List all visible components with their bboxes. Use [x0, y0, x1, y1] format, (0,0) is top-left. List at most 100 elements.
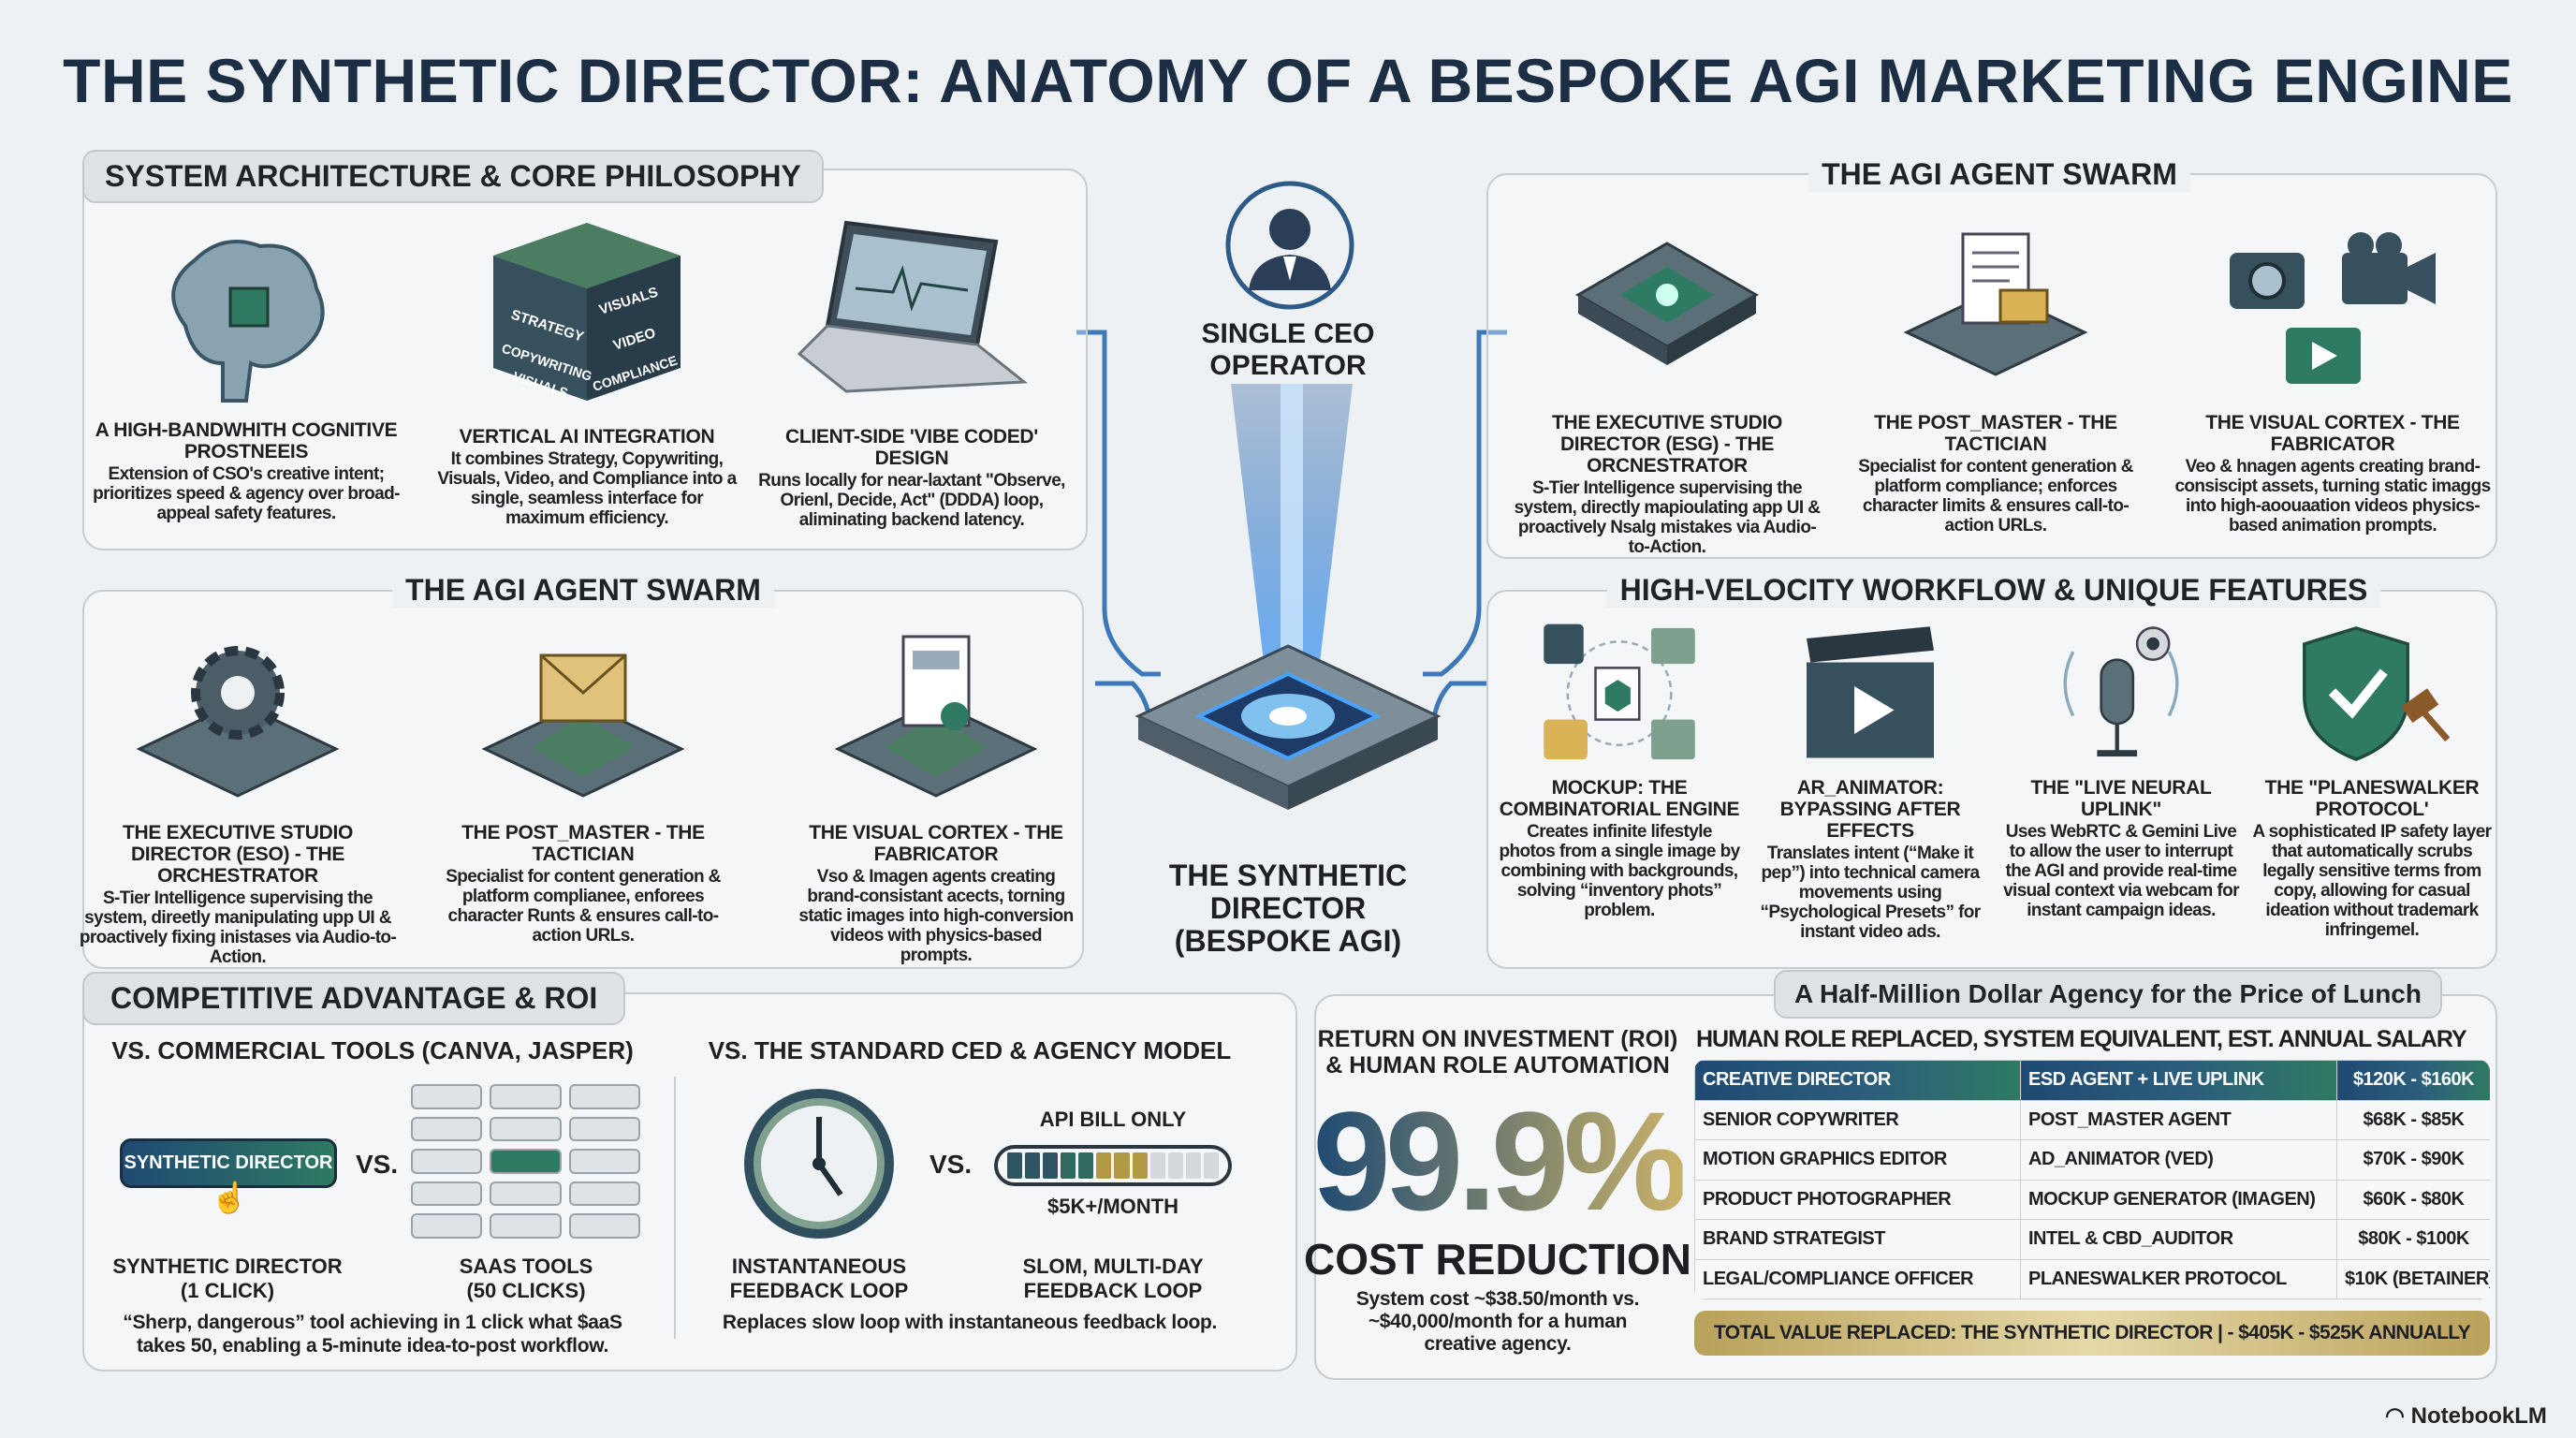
saas-tool-grid	[411, 1084, 640, 1239]
saas-tool-button	[490, 1116, 562, 1142]
swarm-mid-item: THE EXECUTIVE STUDIO DIRECTOR (ESO) - TH…	[79, 822, 397, 967]
notebooklm-logo-icon: ◠	[2385, 1403, 2411, 1429]
saas-tool-button	[568, 1149, 640, 1174]
table-cell: BRAND STRATEGIST	[1694, 1219, 2021, 1260]
clapperboard-icon	[1807, 626, 1934, 758]
mockup-cycle-icon	[1544, 624, 1695, 760]
meter-segment	[1007, 1152, 1023, 1179]
ceo-operator-label: SINGLE CEO OPERATOR	[1201, 318, 1375, 381]
architecture-heading: SYSTEM ARCHITECTURE & CORE PHILOSOPHY	[82, 150, 824, 203]
meter-segment	[1149, 1152, 1165, 1179]
table-cell: PLANESWALKER PROTOCOL	[2020, 1258, 2337, 1299]
meter-segment	[1203, 1152, 1219, 1179]
table-cell: PRODUCT PHOTOGRAPHER	[1694, 1179, 2021, 1220]
agency-table-tab: A Half-Million Dollar Agency for the Pri…	[1774, 970, 2442, 1019]
saas-tool-button	[568, 1116, 640, 1142]
table-cell: SENIOR COPYWRITER	[1694, 1099, 2021, 1140]
table-cell: MOCKUP GENERATOR (IMAGEN)	[2020, 1179, 2337, 1220]
agency-caption: Replaces slow loop with instantaneous fe…	[722, 1312, 1218, 1333]
table-cell: CREATIVE DIRECTOR	[1694, 1060, 2021, 1101]
agency-table-header: HUMAN ROLE REPLACED, SYSTEM EQUIVALENT, …	[1696, 1026, 2467, 1052]
table-cell: INTEL & CBD_AUDITOR	[2020, 1219, 2337, 1260]
table-cell: MOTION GRAPHICS EDITOR	[1694, 1139, 2021, 1181]
saas-tool-button	[411, 1213, 483, 1239]
meter-segment	[1132, 1152, 1148, 1179]
saas-tools-label: SAAS TOOLS (50 CLICKS)	[459, 1255, 593, 1302]
agi-core-chip-icon	[1134, 644, 1442, 810]
workflow-item: THE "LIVE NEURAL UPLINK"Uses WebRTC & Ge…	[2003, 777, 2239, 920]
saas-tool-button	[490, 1181, 562, 1207]
instant-loop-label: INSTANTANEOUS FEEDBACK LOOP	[729, 1255, 909, 1302]
core-label: THE SYNTHETIC DIRECTOR (BESPOKE AGI)	[1168, 858, 1408, 958]
microphone-webcam-icon	[2063, 626, 2179, 757]
tools-caption: “Sherp, dangerous” tool achieving in 1 c…	[123, 1312, 622, 1357]
stacked-cube-icon: STRATEGY VISUALS COPYWRITING VIDEO VISUA…	[493, 223, 681, 401]
api-bill-meter	[994, 1145, 1232, 1186]
tools-subheading: VS. COMMERCIAL TOOLS (CANVA, JASPER)	[111, 1036, 634, 1064]
table-cell: $80K - $100K	[2336, 1219, 2490, 1260]
table-cell: LEGAL/COMPLIANCE OFFICER	[1694, 1258, 2021, 1299]
meter-segment	[1061, 1152, 1076, 1179]
api-bill-label: API BILL ONLY	[1039, 1108, 1187, 1131]
saas-tool-button	[568, 1181, 640, 1207]
brain-chip-icon	[171, 240, 325, 403]
saas-tool-button	[490, 1149, 562, 1174]
clock-icon	[744, 1089, 894, 1239]
ceo-person-icon	[1225, 181, 1354, 310]
vs-label: VS.	[356, 1150, 399, 1179]
saas-tool-button	[490, 1084, 562, 1109]
synthetic-director-button[interactable]: SYNTHETIC DIRECTOR	[120, 1138, 337, 1188]
divider	[674, 1077, 676, 1339]
table-cell: $10K (BETAINER)	[2336, 1258, 2490, 1299]
saas-tool-button	[411, 1084, 483, 1109]
api-bill-amount: $5K+/MONTH	[1047, 1195, 1178, 1218]
saas-tool-button	[411, 1181, 483, 1207]
table-cell: $120K - $160K	[2336, 1060, 2490, 1101]
workflow-heading: HIGH-VELOCITY WORKFLOW & UNIQUE FEATURES	[1606, 573, 2381, 608]
table-cell: ESD AGENT + LIVE UPLINK	[2020, 1060, 2337, 1101]
saas-tool-button	[568, 1213, 640, 1239]
swarm-top-item: THE EXECUTIVE STUDIO DIRECTOR (ESG) - TH…	[1514, 412, 1821, 557]
swarm-mid-heading: THE AGI AGENT SWARM	[392, 573, 774, 608]
agency-subheading: VS. THE STANDARD CED & AGENCY MODEL	[708, 1036, 1232, 1064]
vs-label: VS.	[929, 1150, 973, 1179]
synthetic-director-label: SYNTHETIC DIRECTOR (1 CLICK)	[112, 1255, 343, 1302]
table-cell: AD_ANIMATOR (VED)	[2020, 1139, 2337, 1181]
total-value-banner: TOTAL VALUE REPLACED: THE SYNTHETIC DIRE…	[1694, 1311, 2490, 1356]
swarm-top-heading: THE AGI AGENT SWARM	[1808, 157, 2190, 192]
table-cell: $70K - $90K	[2336, 1139, 2490, 1181]
saas-tool-button	[411, 1116, 483, 1142]
meter-segment	[1043, 1152, 1059, 1179]
notebooklm-brand: ◠ NotebookLM	[2385, 1403, 2547, 1429]
meter-segment	[1114, 1152, 1130, 1179]
table-cell: $60K - $80K	[2336, 1179, 2490, 1220]
saas-tool-button	[411, 1149, 483, 1174]
certificate-chip-icon	[834, 635, 1038, 798]
table-cell: POST_MASTER AGENT	[2020, 1099, 2337, 1140]
slow-loop-label: SLOM, MULTI-DAY FEEDBACK LOOP	[1022, 1255, 1204, 1302]
chip-icon	[1575, 242, 1759, 365]
meter-segment	[1167, 1152, 1183, 1179]
envelope-chip-icon	[481, 653, 685, 798]
saas-tool-button	[568, 1084, 640, 1109]
workflow-item: THE "PLANESWALKER PROTOCOL'A sophisticat…	[2252, 777, 2493, 940]
meter-segment	[1025, 1152, 1041, 1179]
laptop-icon	[797, 220, 1029, 393]
pointer-hand-icon: ☝	[211, 1181, 248, 1214]
